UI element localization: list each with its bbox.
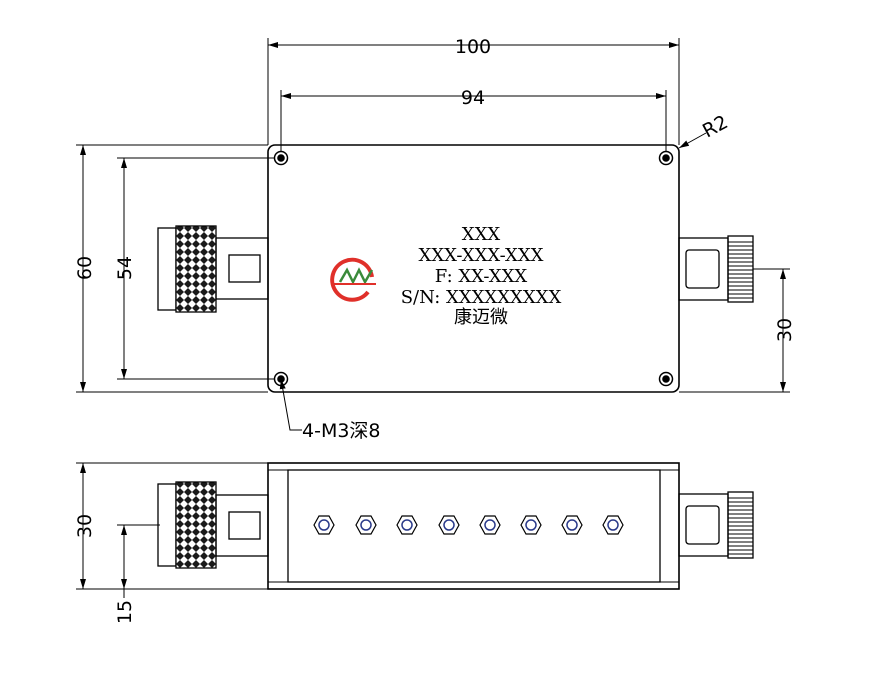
dim-hole-spacing-width: 94 — [461, 87, 485, 109]
side-view — [76, 462, 754, 598]
dim-side-height: 30 — [74, 514, 96, 538]
tuning-screw — [355, 515, 377, 535]
dim-overall-width: 100 — [455, 36, 491, 58]
dim-overall-height: 60 — [74, 256, 96, 280]
callout-mount-holes: 4-M3深8 — [302, 420, 381, 442]
side-right-n-connector — [678, 491, 754, 559]
dimension-lines — [76, 38, 790, 431]
tuning-screw — [313, 515, 335, 535]
tuning-screw — [396, 515, 418, 535]
nameplate-part-number: XXX-XXX-XXX — [419, 245, 544, 266]
mw-logo-icon — [330, 257, 376, 302]
mount-hole — [658, 150, 674, 166]
knurled-nut — [175, 225, 217, 313]
side-left-n-connector — [157, 481, 269, 569]
tuning-screw — [561, 515, 583, 535]
side-dimension-lines — [76, 462, 268, 598]
left-n-connector — [157, 225, 269, 313]
nameplate-serial: S/N: XXXXXXXXX — [401, 287, 562, 308]
dim-connector-height: 30 — [774, 318, 796, 342]
dim-hole-spacing-height: 54 — [114, 256, 136, 280]
top-view — [157, 144, 754, 393]
mount-hole — [658, 371, 674, 387]
dim-corner-radius: R2 — [699, 111, 732, 142]
dim-side-center-height: 15 — [114, 600, 136, 624]
mount-hole — [273, 150, 289, 166]
tuning-screw — [479, 515, 501, 535]
nameplate-company: 康迈微 — [454, 307, 508, 328]
nameplate-frequency: F: XX-XXX — [435, 266, 528, 287]
tuning-screw — [520, 515, 542, 535]
tuning-screw — [438, 515, 460, 535]
tuning-screw — [602, 515, 624, 535]
right-n-connector — [678, 235, 754, 303]
nameplate-model: XXX — [462, 224, 501, 245]
